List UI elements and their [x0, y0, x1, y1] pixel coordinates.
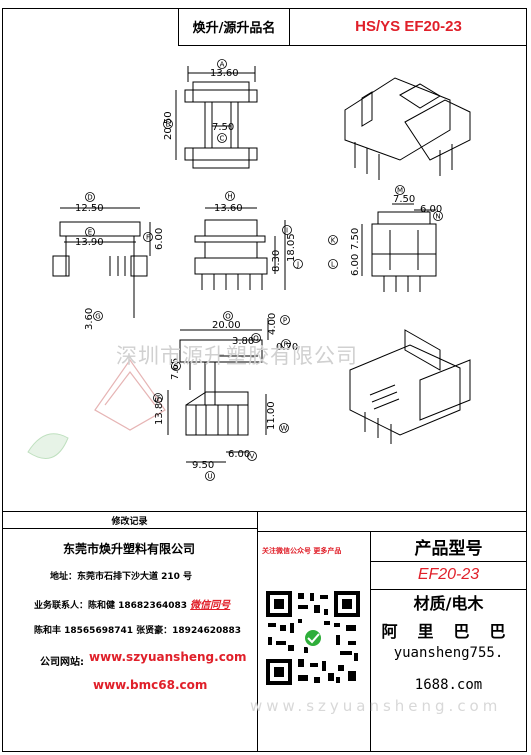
dim-front-pin: 3.60 — [84, 308, 95, 330]
revision-label: 修改记录 — [111, 516, 148, 527]
footer-watermark: www.szyuansheng.com — [250, 697, 502, 715]
alibaba-label: 阿里巴巴 — [381, 622, 526, 641]
company-contact-2: 陈和丰 18565698741 张贤豪：18924620883 — [34, 626, 242, 636]
marker-h: H — [227, 193, 232, 201]
marker-m: M — [397, 187, 403, 195]
table-divider-2 — [370, 531, 371, 752]
marker-b: B — [166, 121, 171, 129]
dim-side-body: 8.30 — [271, 250, 282, 272]
dim-front-top: 12.50 — [75, 203, 104, 214]
dim-bottom-flange: 4.00 — [267, 313, 278, 335]
website-label: 公司网站: — [40, 657, 84, 668]
wechat-note: 微信同号 — [190, 600, 231, 611]
model-divider — [370, 561, 527, 562]
marker-j: J — [296, 261, 299, 269]
front-view — [52, 207, 151, 318]
dim-right-lower: 6.00 — [350, 254, 361, 276]
dim-front-side: 6.00 — [154, 228, 165, 250]
technical-drawing: 13.60 20.50 7.50 12.50 13.90 6.00 3.60 1… — [27, 59, 471, 481]
dim-top-height: 20.50 — [163, 111, 174, 140]
website-link-1[interactable]: www.szyuansheng.com — [89, 650, 247, 664]
dim-bottom-width: 20.00 — [212, 320, 241, 331]
contact-1-text: 业务联系人：陈和健 18682364083 — [34, 601, 188, 611]
table-top-line — [2, 511, 527, 512]
header-name-label: 焕升/源升品名 — [178, 8, 290, 46]
top-view — [175, 66, 258, 169]
company-contact-1: 业务联系人：陈和健 18682364083 微信同号 — [34, 596, 230, 611]
side-view — [194, 207, 286, 290]
header-model-title: HS/YS EF20-23 — [290, 8, 527, 46]
marker-g: G — [95, 313, 100, 321]
dim-front-inner: 13.90 — [75, 237, 104, 248]
marker-p: P — [283, 317, 287, 325]
model-label: 产品型号 — [414, 538, 483, 559]
model-value: EF20-23 — [417, 566, 480, 583]
center-watermark: 深圳市源升塑胶有限公司 — [116, 344, 358, 368]
qr-code — [264, 589, 362, 687]
material-divider — [370, 589, 527, 590]
marker-c: C — [220, 135, 225, 143]
marker-k: K — [331, 237, 336, 245]
marker-v: V — [250, 453, 255, 461]
marker-l: L — [331, 261, 335, 269]
dim-bottom-height: 13.85 — [154, 396, 165, 425]
dim-top-width: 13.60 — [210, 68, 239, 79]
marker-s: S — [174, 363, 179, 371]
dim-side-width: 13.60 — [214, 203, 243, 214]
qr-caption: 关注微信公众号 更多产品 — [262, 547, 342, 555]
marker-w: W — [281, 425, 288, 433]
drawing-frame — [2, 8, 527, 752]
dim-bottom-slot: 3.80 — [232, 336, 254, 347]
dim-right-top: 7.50 — [393, 194, 415, 205]
marker-a: A — [220, 61, 225, 69]
marker-f: F — [146, 234, 150, 242]
marker-r: R — [284, 341, 289, 349]
dim-right-offset: 6.00 — [420, 204, 442, 215]
revision-divider — [2, 528, 257, 529]
product-top-line — [257, 531, 527, 532]
material-label: 材质/电木 — [413, 594, 484, 613]
website-link-2[interactable]: www.bmc68.com — [93, 678, 208, 692]
logo-watermark — [94, 358, 166, 431]
table-divider-1 — [257, 511, 258, 752]
leaf-watermark — [27, 433, 69, 459]
dim-side-total: 18.05 — [286, 233, 297, 262]
dim-right-upper: 7.50 — [350, 228, 361, 250]
dim-bottom-step: 7.65 — [170, 358, 181, 380]
marker-q: Q — [253, 335, 259, 343]
marker-e: E — [88, 229, 92, 237]
iso-view-top — [344, 77, 471, 180]
bottom-view — [167, 318, 269, 463]
shop-url-line-1[interactable]: yuansheng755. — [393, 645, 504, 661]
dim-bottom-pin: 6.00 — [228, 449, 250, 460]
marker-u: U — [207, 473, 212, 481]
marker-t: T — [155, 395, 161, 403]
marker-o: O — [225, 313, 231, 321]
company-name: 东莞市焕升塑料有限公司 — [62, 542, 195, 556]
dim-bottom-depth: 11.00 — [266, 401, 277, 430]
marker-d: D — [87, 194, 92, 202]
iso-view-bottom — [349, 329, 471, 444]
dim-top-window: 7.50 — [212, 122, 234, 133]
marker-n: N — [435, 213, 440, 221]
dim-bottom-pitch: 9.50 — [192, 460, 214, 471]
marker-i: I — [286, 227, 288, 235]
right-view — [361, 203, 437, 292]
dim-bottom-thin: 0.70 — [276, 342, 298, 353]
shop-url-line-2[interactable]: 1688.com — [414, 677, 483, 693]
company-address: 地址：东莞市石排下沙大道 210 号 — [50, 572, 193, 582]
